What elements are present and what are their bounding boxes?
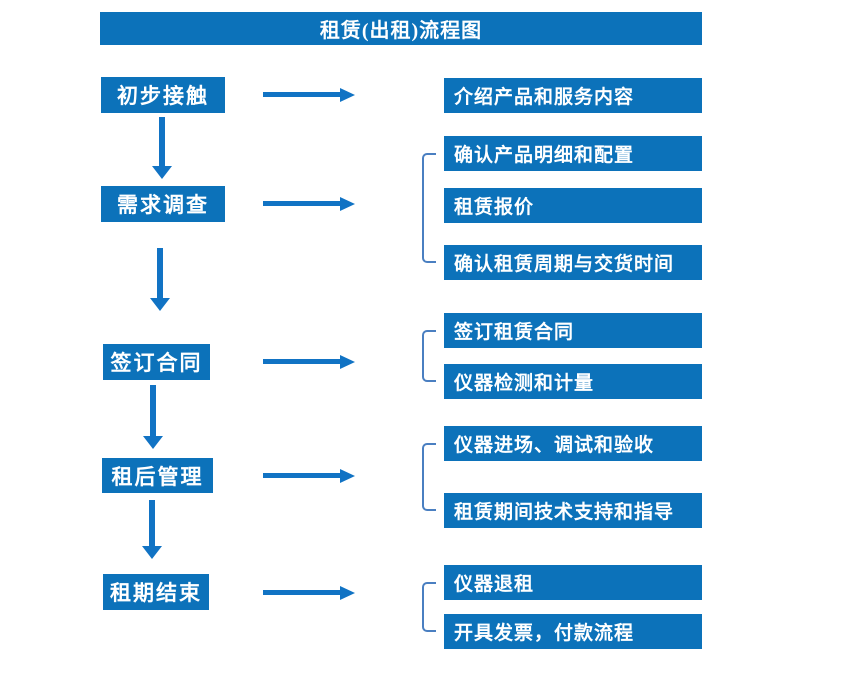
step-box-initial-contact: 初步接触 <box>101 77 225 113</box>
right-arrow-icon-1 <box>263 92 340 97</box>
down-arrow-icon-3 <box>150 385 156 436</box>
right-arrow-icon-2 <box>263 201 340 206</box>
group-bracket-1 <box>422 153 436 263</box>
detail-box-confirm-product-config: 确认产品明细和配置 <box>444 136 702 171</box>
detail-box-instrument-testing: 仪器检测和计量 <box>444 364 702 399</box>
detail-box-instrument-return: 仪器退租 <box>444 565 702 600</box>
down-arrow-icon-1 <box>159 117 165 166</box>
step-box-rental-end: 租期结束 <box>103 574 209 610</box>
step-box-post-rental-management: 租后管理 <box>102 458 213 493</box>
down-arrow-icon-2 <box>157 248 163 298</box>
detail-box-instrument-setup-acceptance: 仪器进场、调试和验收 <box>444 426 702 461</box>
detail-box-introduce-products: 介绍产品和服务内容 <box>444 78 702 113</box>
group-bracket-2 <box>422 330 436 382</box>
right-arrow-icon-4 <box>263 473 340 478</box>
flowchart-title: 租赁(出租)流程图 <box>100 12 702 45</box>
step-box-sign-contract: 签订合同 <box>103 344 210 380</box>
group-bracket-3 <box>422 443 436 511</box>
detail-box-sign-rental-contract: 签订租赁合同 <box>444 313 702 348</box>
group-bracket-4 <box>422 582 436 632</box>
step-box-demand-survey: 需求调查 <box>101 186 225 222</box>
right-arrow-icon-5 <box>263 590 340 595</box>
detail-box-invoice-payment: 开具发票，付款流程 <box>444 614 702 649</box>
down-arrow-icon-4 <box>149 500 155 546</box>
right-arrow-icon-3 <box>263 359 340 364</box>
detail-box-rental-quote: 租赁报价 <box>444 188 702 223</box>
detail-box-technical-support: 租赁期间技术支持和指导 <box>444 493 702 528</box>
detail-box-confirm-cycle-delivery: 确认租赁周期与交货时间 <box>444 245 702 280</box>
